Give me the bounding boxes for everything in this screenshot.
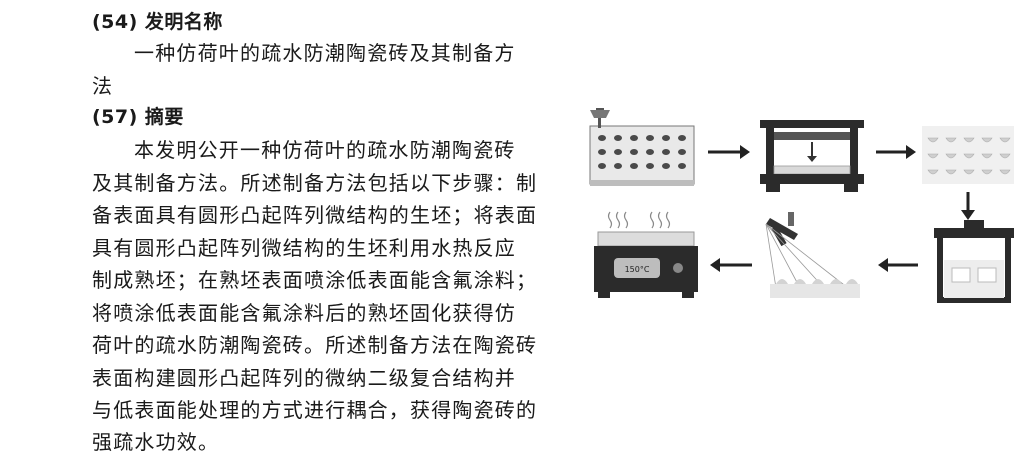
abstract-line: 将喷涂低表面能含氟涂料后的熟坯固化获得仿 — [92, 301, 516, 325]
abstract-line: 表面构建圆形凸起阵列的微纳二级复合结构并 — [92, 366, 516, 390]
abstract-line: 本发明公开一种仿荷叶的疏水防潮陶瓷砖 — [134, 138, 516, 162]
arrow-left-icon — [878, 258, 918, 272]
arrow-left-icon — [710, 258, 752, 272]
step5-spray-gun-icon — [765, 212, 860, 298]
oven-temperature-display: 150°C — [625, 265, 650, 274]
arrow-down-icon — [961, 192, 975, 220]
arrow-right-icon — [876, 145, 916, 159]
abstract-line: 及其制备方法。所述制备方法包括以下步骤：制 — [92, 171, 538, 195]
step6-curing-oven-icon: 150°C — [594, 211, 698, 298]
abstract-line: 具有圆形凸起阵列微结构的生坯利用水热反应 — [92, 236, 516, 260]
step1-patterned-green-body-icon — [589, 108, 695, 186]
step4-hydrothermal-reactor-icon — [934, 220, 1014, 303]
step3-convex-array-tile-icon — [922, 126, 1014, 184]
abstract-line: 与低表面能处理的方式进行耦合，获得陶瓷砖的 — [92, 398, 538, 422]
abstract-line: 备表面具有圆形凸起阵列微结构的生坯；将表面 — [92, 203, 538, 227]
process-flow-figure: 150°C — [580, 100, 1020, 310]
abstract-line: 荷叶的疏水防潮陶瓷砖。所述制备方法在陶瓷砖 — [92, 333, 538, 357]
abstract-line: 制成熟坯；在熟坯表面喷涂低表面能含氟涂料； — [92, 268, 538, 292]
invention-title-line-1: 一种仿荷叶的疏水防潮陶瓷砖及其制备方 — [134, 41, 516, 65]
step2-press-machine-icon — [760, 120, 864, 192]
invention-title-line-2: 法 — [92, 74, 114, 98]
abstract-line: 强疏水功效。 — [92, 430, 220, 454]
arrow-right-icon — [708, 145, 750, 159]
invention-title-heading: (54) 发明名称 — [92, 11, 223, 33]
abstract-heading: (57) 摘要 — [92, 106, 184, 128]
